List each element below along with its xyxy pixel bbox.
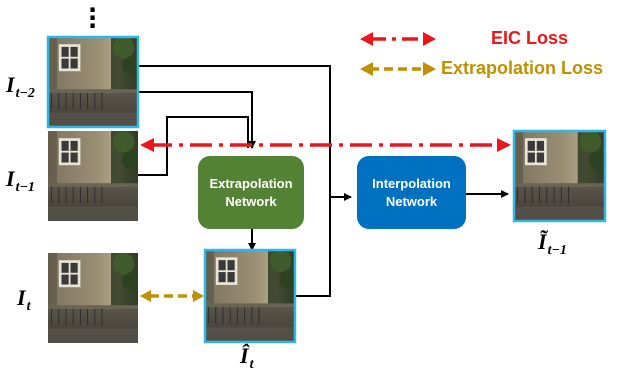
- extrapolation-loss-arrow: [140, 290, 204, 302]
- frame-input-t-minus-2: [46, 35, 140, 129]
- label-base: I: [17, 285, 26, 310]
- label-subscript: t: [26, 299, 31, 314]
- extrapolation-network-label: Extrapolation Network: [209, 175, 293, 209]
- label-interpolated: Ĩt−1: [538, 229, 567, 259]
- label-subscript: t−2: [15, 86, 35, 101]
- label-base: Î: [240, 343, 249, 368]
- label-extrapolated: Ît: [240, 343, 253, 373]
- eic-loss-arrow: [140, 138, 511, 152]
- interpolation-network-box: [357, 156, 466, 229]
- label-subscript: t−1: [15, 180, 35, 195]
- edge-pred-to-interp: [296, 197, 331, 297]
- label-input-t-minus-2: It−2: [6, 72, 35, 102]
- label-base: Ĩ: [538, 229, 547, 254]
- extrapolation-network-box: [198, 156, 304, 229]
- label-input-t-minus-1: It−1: [6, 166, 35, 196]
- interpolation-network-label: Interpolation Network: [372, 175, 451, 209]
- connection-lines: [138, 65, 509, 297]
- label-base: I: [6, 72, 15, 97]
- edge-it2-to-extrap: [138, 91, 256, 149]
- legend-extrap-label: Extrapolation Loss: [441, 58, 604, 78]
- ellipsis-dots: ···: [88, 0, 98, 40]
- legend-extrap-swatch: [360, 62, 436, 76]
- frame-input-t-minus-1: [48, 131, 138, 221]
- label-input-t: It: [17, 285, 30, 315]
- legend-eic-swatch: [360, 32, 436, 46]
- label-base: I: [6, 166, 15, 191]
- edge-it1-to-extrap: [138, 116, 249, 176]
- frame-interpolated-output: [512, 129, 607, 223]
- frame-input-t: [48, 253, 138, 343]
- label-subscript: t: [249, 357, 254, 372]
- frame-extrapolated: [203, 248, 297, 344]
- edge-it2-to-interp: [138, 65, 352, 201]
- legend-eic-label: EIC Loss: [491, 28, 569, 48]
- label-subscript: t−1: [547, 243, 567, 258]
